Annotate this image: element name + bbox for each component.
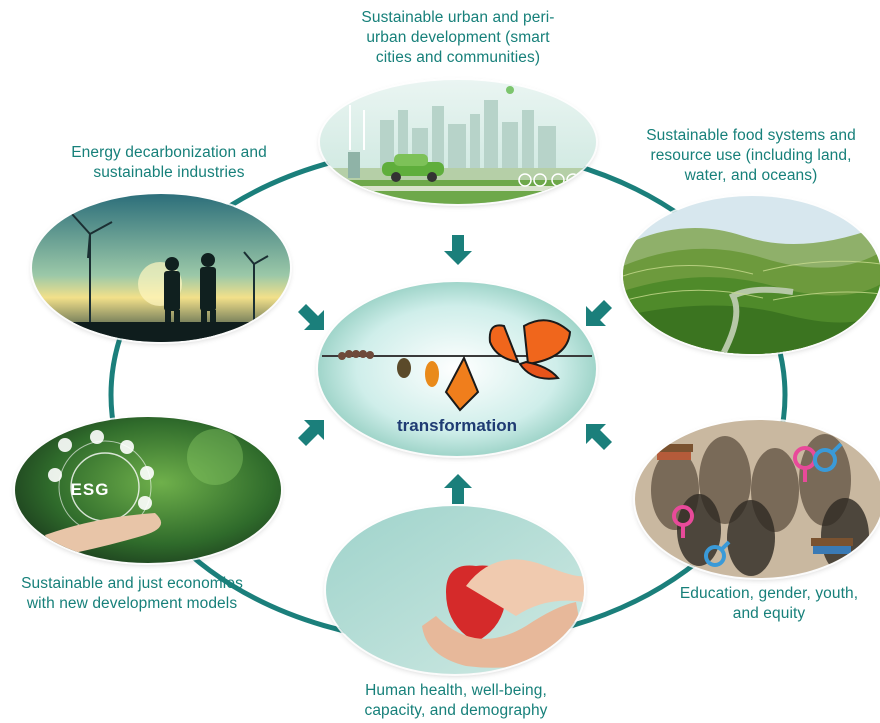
label-line: water, and oceans) [684, 167, 818, 184]
label-line: Sustainable and just economies [21, 575, 243, 592]
label-line: Sustainable food systems and [646, 127, 856, 144]
label-line: and equity [732, 605, 806, 622]
arrow-up-left-icon [586, 424, 612, 450]
arrow-down-left-icon [586, 300, 612, 326]
label-line: resource use (including land, [650, 147, 852, 164]
city-skyline-ev-image [320, 80, 596, 204]
label-food-systems: Sustainable food systems and resource us… [624, 126, 878, 186]
label-line: sustainable industries [93, 164, 245, 181]
esg-text: ESG [70, 480, 110, 499]
label-line: Education, gender, youth, [679, 585, 859, 602]
label-line: with new development models [26, 595, 238, 612]
silhouettes-books-gender-image [635, 420, 880, 578]
wind-turbines-engineers-image [32, 194, 290, 342]
butterfly-transformation-image [318, 282, 596, 456]
label-energy-decarbonization: Energy decarbonization and sustainable i… [40, 143, 298, 183]
label-line: Sustainable urban and peri- [361, 9, 555, 26]
label-line: cities and communities) [375, 49, 541, 66]
center-word: transformation [397, 416, 517, 435]
label-line: Energy decarbonization and [71, 144, 267, 161]
arrow-down-icon [444, 235, 472, 265]
label-human-health: Human health, well-being, capacity, and … [336, 681, 576, 721]
label-line: Human health, well-being, [365, 682, 547, 699]
label-line: urban development (smart [366, 29, 550, 46]
label-line: capacity, and demography [364, 702, 548, 719]
arrow-down-right-icon [298, 304, 324, 330]
arrow-up-right-icon [298, 420, 324, 446]
label-just-economies: Sustainable and just economies with new … [2, 574, 262, 614]
rice-terraces-image [623, 196, 880, 354]
label-education-equity: Education, gender, youth, and equity [662, 584, 876, 624]
label-urban-development: Sustainable urban and peri- urban develo… [330, 8, 586, 68]
hands-holding-heart-image [326, 506, 584, 674]
esg-hand-image [15, 417, 281, 563]
arrow-up-icon [444, 474, 472, 504]
